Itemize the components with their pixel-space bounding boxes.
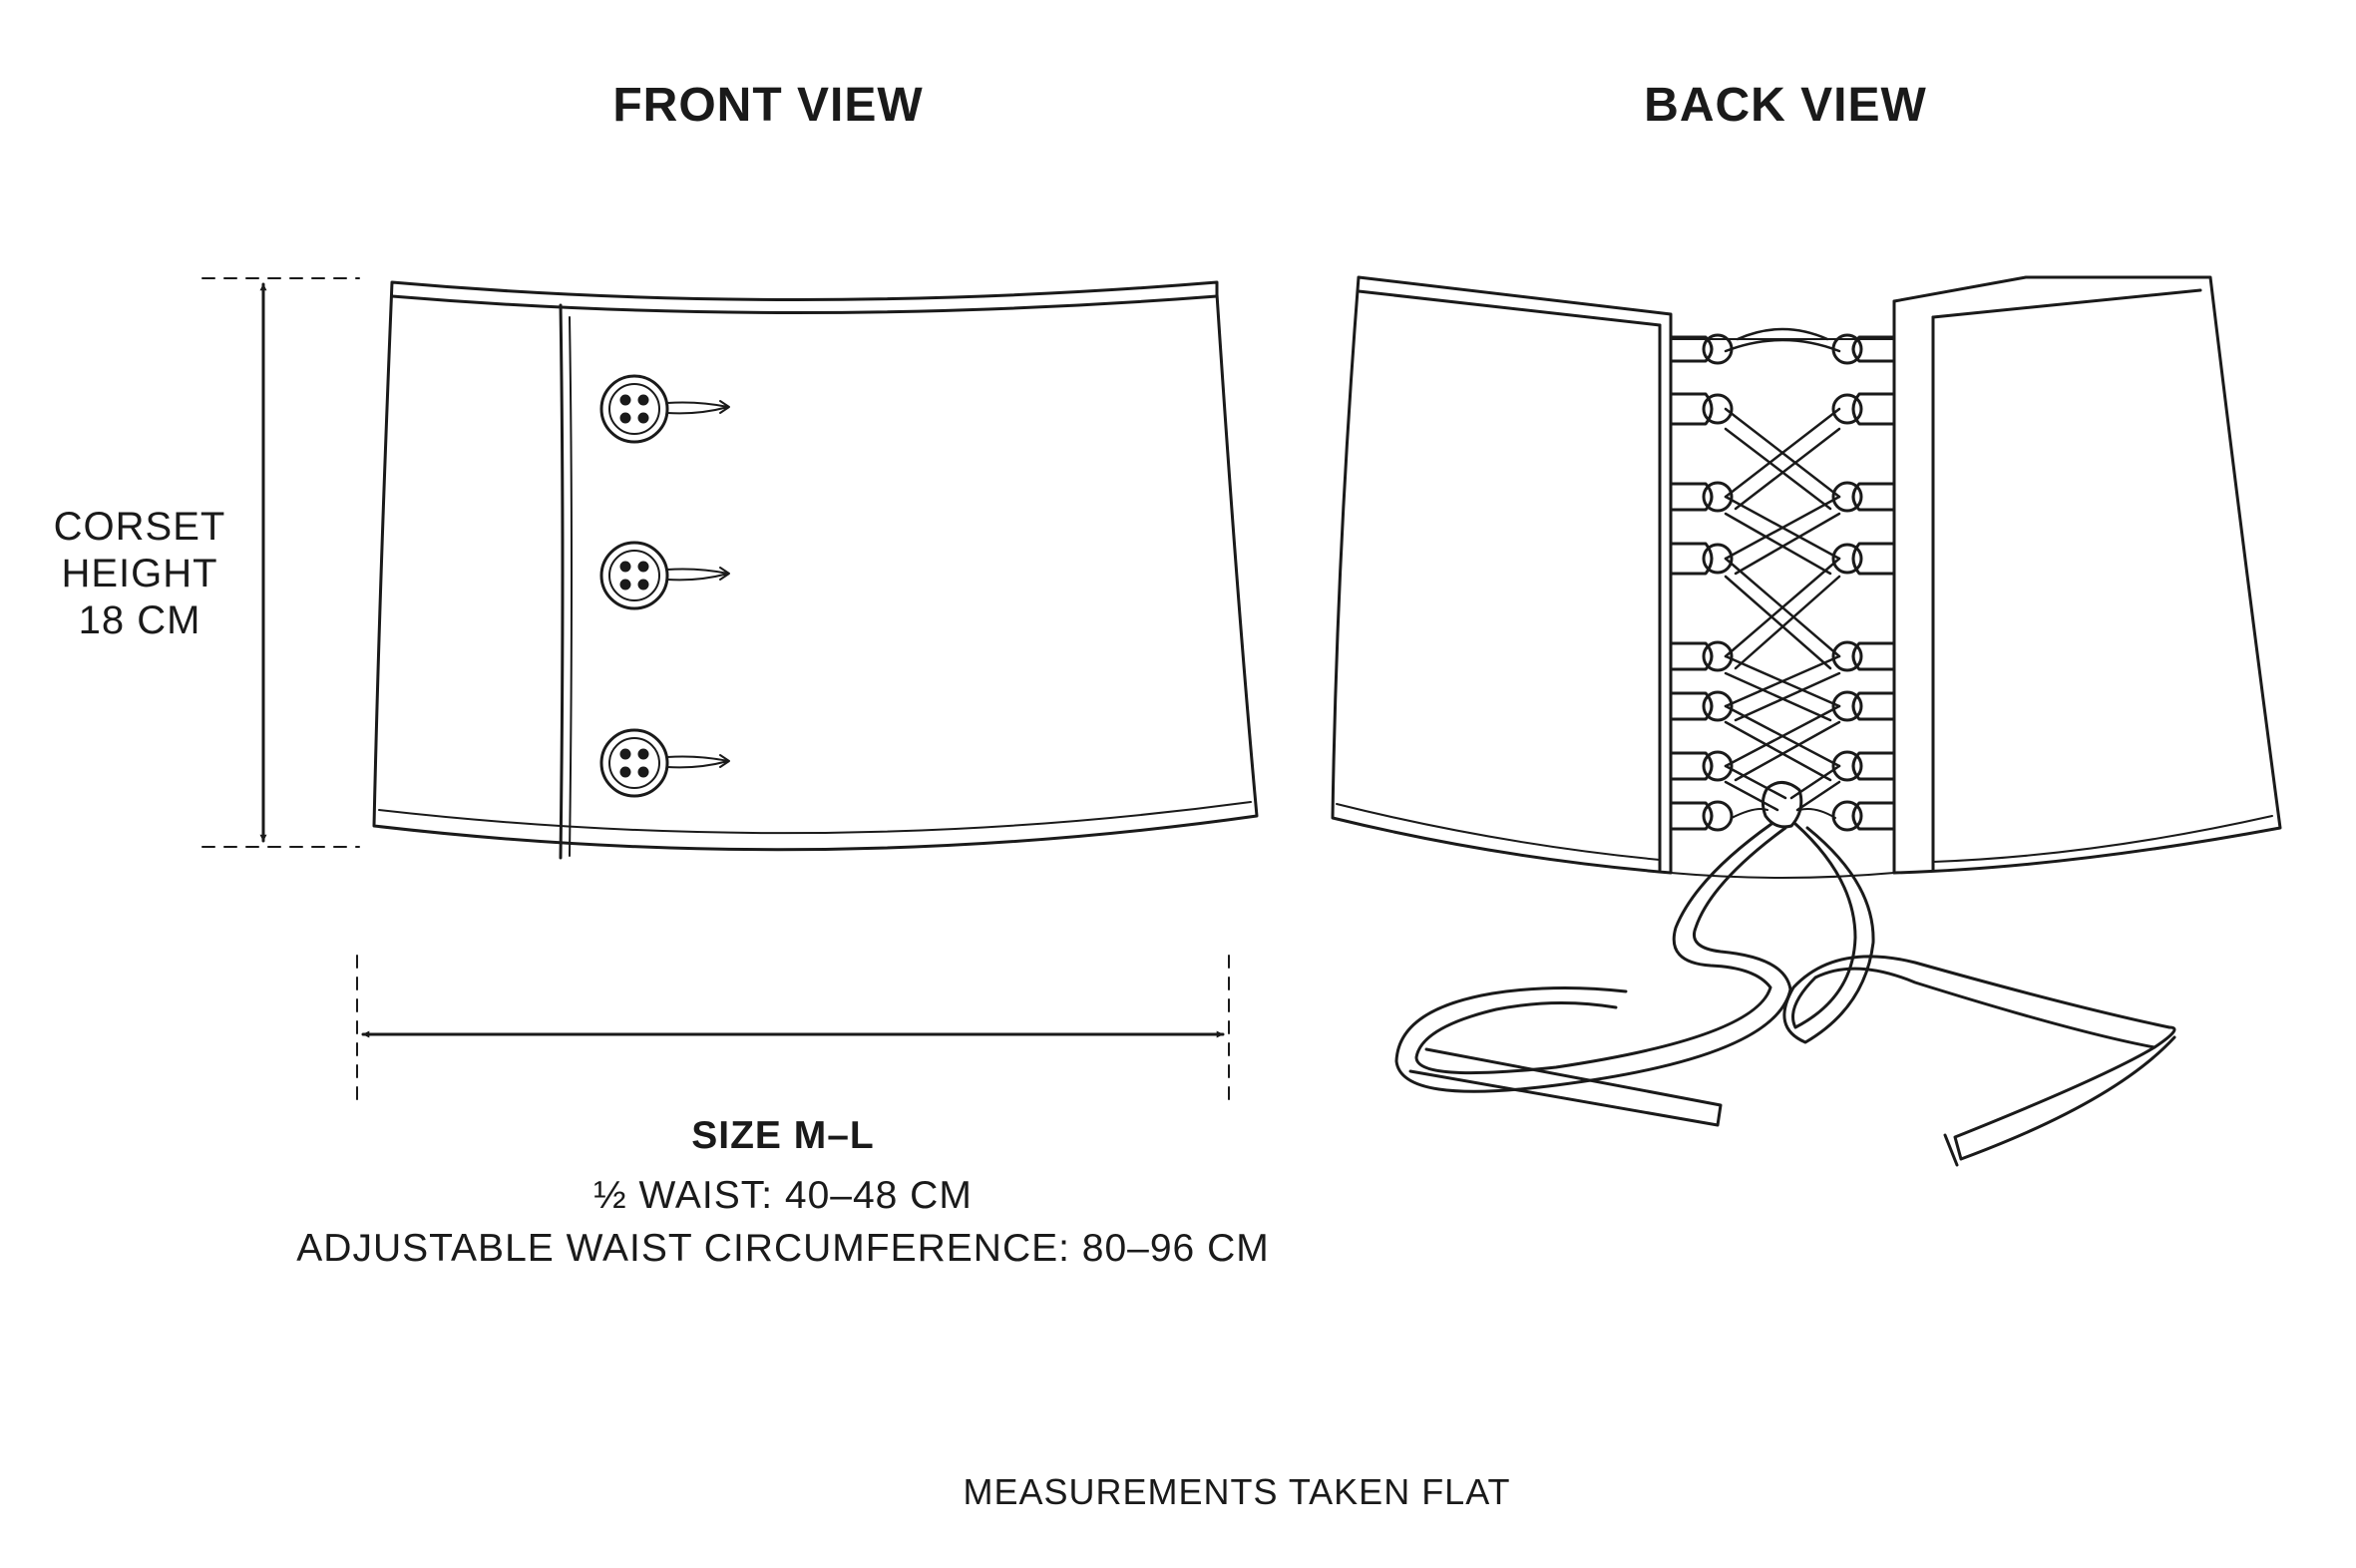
back-left-top-edge bbox=[1357, 289, 1662, 327]
front-button-2 bbox=[599, 541, 730, 610]
front-view-title: FRONT VIEW bbox=[612, 79, 924, 132]
front-corset-outline bbox=[372, 280, 1259, 852]
back-view-corset bbox=[1331, 275, 2282, 1167]
waist-circumference-label: ADJUSTABLE WAIST CIRCUMFERENCE: 80–96 CM bbox=[296, 1227, 1270, 1270]
front-button-3 bbox=[599, 728, 730, 798]
half-waist-label: ½ WAIST: 40–48 CM bbox=[593, 1174, 973, 1217]
back-left-bottom-stitch bbox=[1336, 803, 1661, 861]
back-right-bottom-stitch bbox=[1932, 815, 2273, 863]
front-top-edge bbox=[390, 294, 1219, 314]
front-view-corset bbox=[372, 280, 1259, 860]
width-dimension bbox=[356, 955, 1230, 1103]
measurements-note: MEASUREMENTS TAKEN FLAT bbox=[963, 1471, 1511, 1512]
back-lace-knot bbox=[1731, 781, 1836, 829]
back-right-panel bbox=[1892, 275, 2282, 875]
back-view-title: BACK VIEW bbox=[1644, 79, 1927, 132]
back-lacing bbox=[1724, 327, 1841, 812]
back-right-top-edge bbox=[1931, 288, 2202, 319]
size-label: SIZE M–L bbox=[691, 1114, 875, 1157]
front-placket-stitch bbox=[569, 316, 573, 857]
back-left-panel bbox=[1331, 275, 1673, 875]
back-lace-ties bbox=[1394, 822, 2176, 1167]
corset-height-label: CORSET HEIGHT 18 CM bbox=[53, 505, 226, 642]
back-right-loops bbox=[1831, 333, 1896, 832]
front-bottom-stitch bbox=[378, 801, 1252, 835]
front-button-1 bbox=[599, 374, 730, 444]
height-dimension bbox=[201, 277, 360, 848]
back-left-loops bbox=[1669, 333, 1734, 832]
front-placket bbox=[559, 303, 565, 860]
